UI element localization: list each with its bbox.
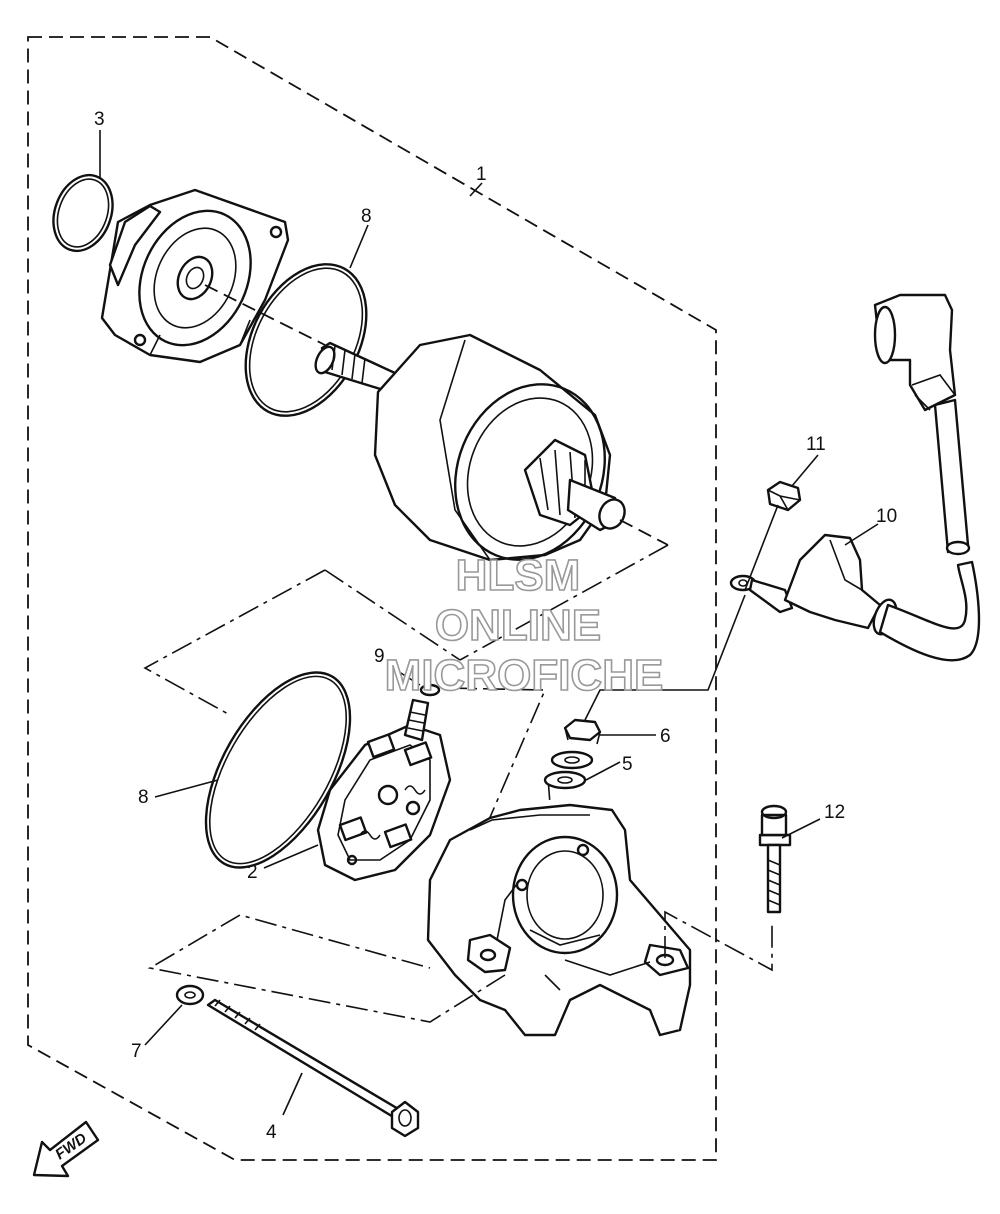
projection-line-e [664,910,773,972]
callout-5: 5 [622,754,633,775]
washer-small [419,683,441,697]
projection-line-b [143,569,461,716]
callout-7: 7 [131,1041,142,1062]
motor-yoke-armature [314,333,626,562]
fwd-arrow-icon: FWD [32,1120,100,1178]
callout-4: 4 [266,1122,277,1143]
front-cover [100,188,290,364]
callout-11: 11 [806,434,826,455]
brush-holder [316,698,452,882]
nut-and-washers [543,718,602,790]
callout-6: 6 [660,726,671,747]
through-bolt-long [206,998,420,1138]
watermark-line-1: HLSM [456,551,581,600]
projection-line-g [584,504,779,721]
projection-line-f [147,914,506,1023]
terminal-nut [766,480,802,512]
callout-8-lower: 8 [138,787,149,808]
o-ring-lower [204,671,352,869]
leader-lines [99,130,879,1116]
axis-centerline [204,284,326,346]
callout-1: 1 [476,164,487,185]
callout-8-upper: 8 [361,206,372,227]
starter-lead [729,293,981,662]
callout-2: 2 [247,862,258,883]
projection-line-a [459,544,669,661]
callout-10: 10 [876,506,897,527]
washer-bolt [175,984,205,1006]
watermark-line-2: ONLINE [435,601,601,650]
o-ring-small [52,173,114,253]
axis-centerline-rear [619,519,669,546]
mounting-bolt [758,804,792,914]
callout-12: 12 [824,802,845,823]
watermark-line-3: MICROFICHE [385,651,664,700]
assembly-boundary [27,36,717,1161]
callout-3: 3 [94,109,105,130]
callout-9: 9 [374,646,385,667]
rear-cover-bracket [426,803,692,1037]
